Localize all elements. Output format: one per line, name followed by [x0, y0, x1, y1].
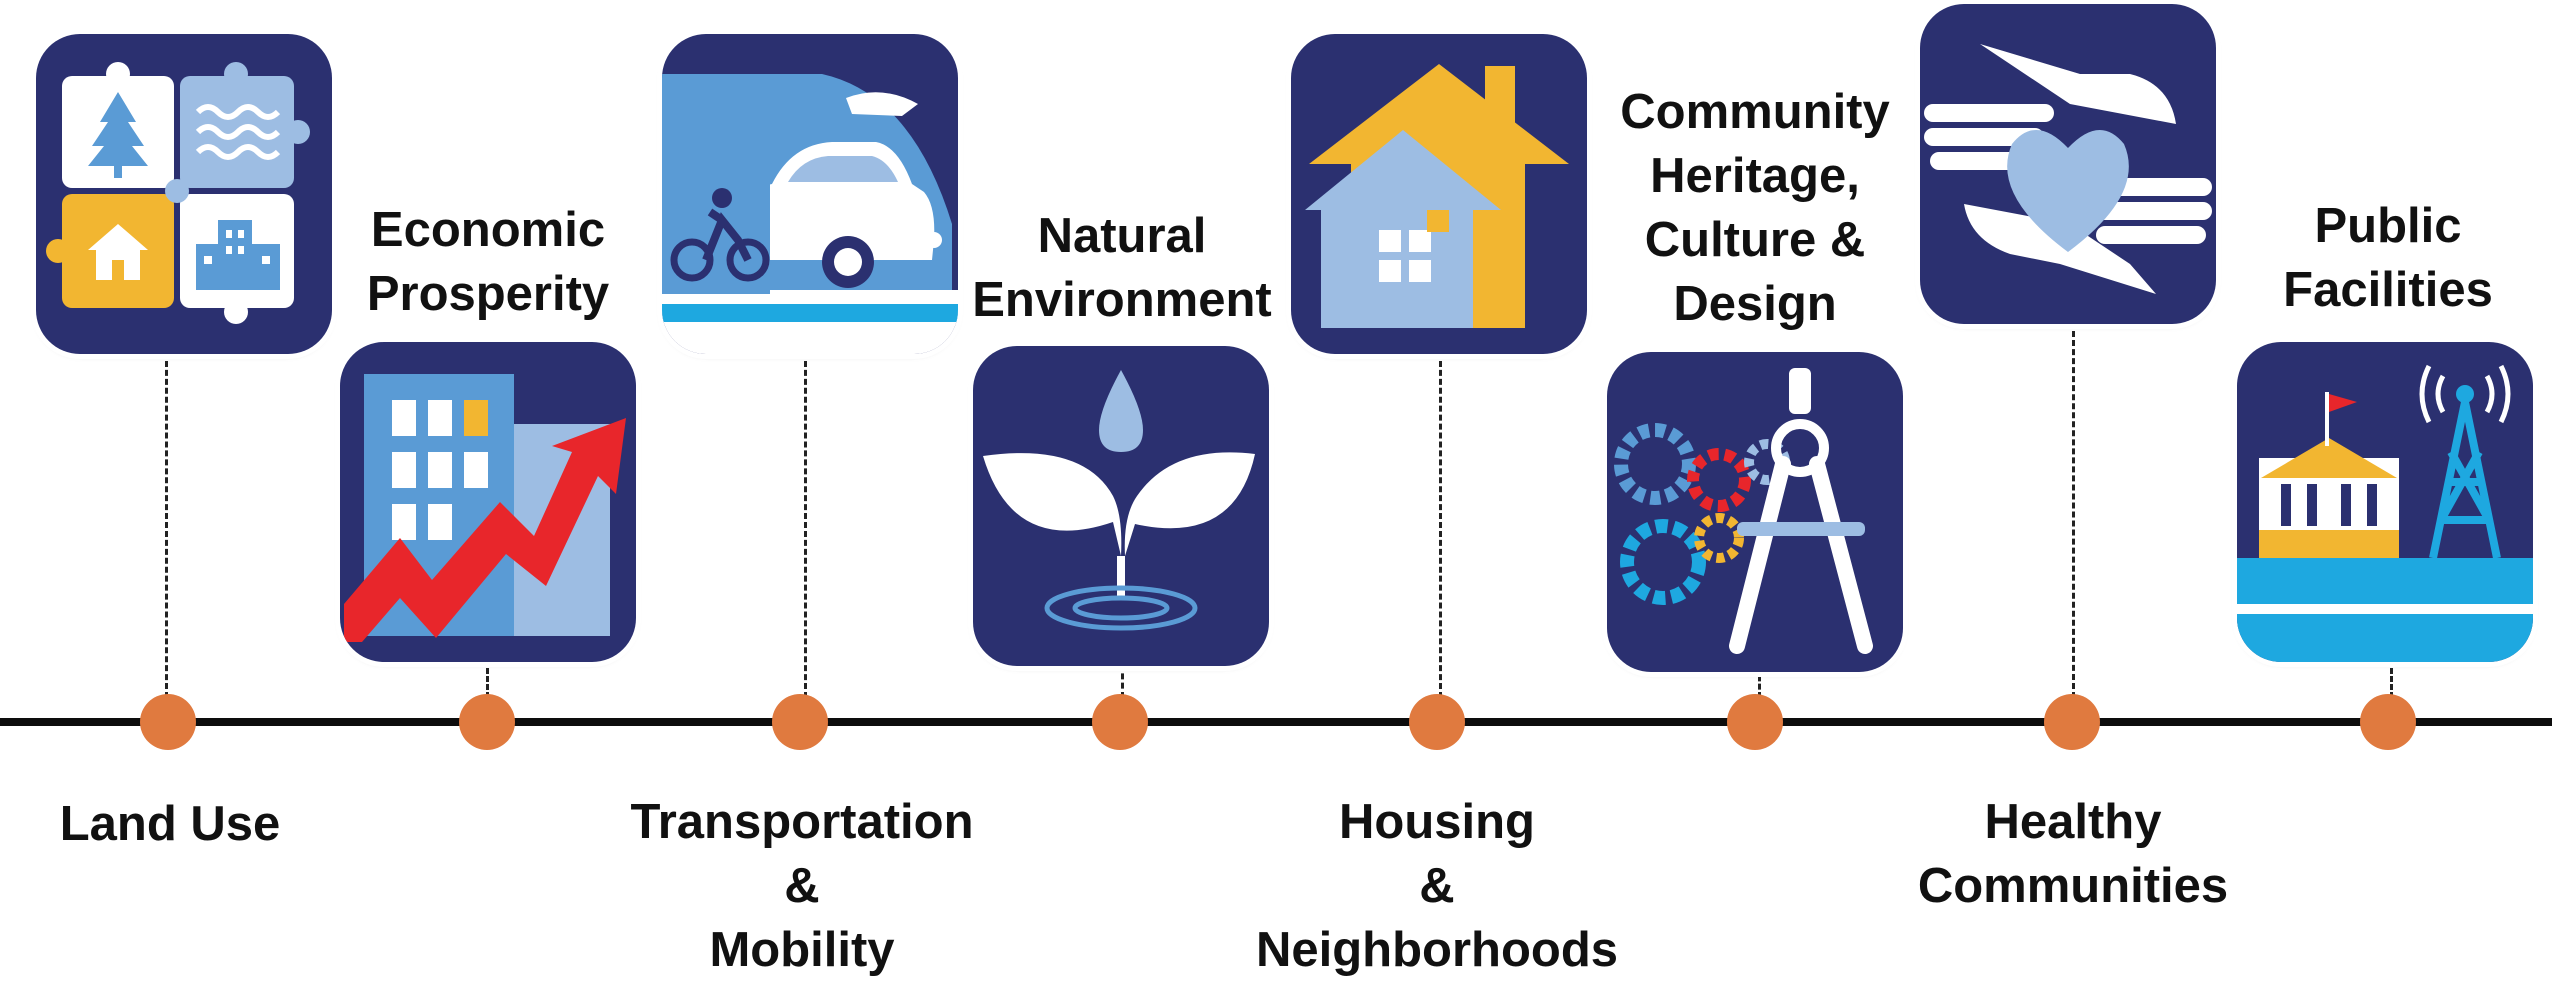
tile-heritage: [1607, 352, 1903, 672]
tile-public-facilities: [2237, 342, 2533, 662]
label-line: Housing: [1339, 795, 1535, 849]
connector-housing: [1439, 352, 1442, 698]
label-housing: Housing & Neighborhoods: [1232, 790, 1642, 982]
tile-housing: [1291, 34, 1587, 354]
compass-gears-icon: [1614, 368, 1873, 654]
label-line: Facilities: [2283, 263, 2493, 317]
timeline-node-housing: [1409, 694, 1465, 750]
label-line: Environment: [972, 273, 1272, 327]
label-line: Healthy: [1984, 795, 2162, 849]
connector-land-use: [165, 352, 168, 698]
house-icon: [1305, 64, 1569, 328]
tile-land-use: [36, 34, 332, 354]
label-heritage: Community Heritage, Culture & Design: [1590, 80, 1920, 336]
label-line: Communities: [1917, 859, 2229, 913]
label-line: Design: [1673, 277, 1837, 331]
label-healthy: Healthy Communities: [1888, 790, 2258, 918]
label-land-use: Land Use: [20, 792, 320, 856]
tile-healthy: [1920, 4, 2216, 324]
timeline-node-land-use: [140, 694, 196, 750]
timeline-node-transportation: [772, 694, 828, 750]
hands-heart-icon: [1924, 44, 2212, 294]
timeline-node-heritage: [1727, 694, 1783, 750]
puzzle-icon: [46, 62, 310, 324]
label-line: Culture &: [1644, 213, 1866, 267]
label-line: Economic: [370, 203, 606, 257]
connector-natural-environment: [1121, 664, 1124, 698]
rising-building-icon: [344, 374, 626, 642]
label-line: Prosperity: [366, 267, 610, 321]
connector-heritage: [1758, 667, 1761, 698]
timeline-node-healthy: [2044, 694, 2100, 750]
label-public-facilities: Public Facilities: [2240, 194, 2536, 322]
civic-building-tower-icon: [2237, 364, 2533, 662]
connector-transportation: [804, 352, 807, 698]
label-line: Public: [2314, 199, 2462, 253]
tile-economic-prosperity: [340, 342, 636, 662]
label-economic-prosperity: Economic Prosperity: [340, 198, 636, 326]
timeline-line: [0, 718, 2552, 726]
connector-public-facilities: [2390, 660, 2393, 698]
train-car-bike-icon: [662, 74, 958, 354]
timeline-node-natural-environment: [1092, 694, 1148, 750]
label-line: &: [1419, 859, 1455, 913]
label-line: Heritage,: [1650, 149, 1860, 203]
label-line: Neighborhoods: [1255, 923, 1619, 977]
tile-natural-environment: [973, 346, 1269, 666]
connector-economic-prosperity: [486, 660, 489, 698]
timeline-node-public-facilities: [2360, 694, 2416, 750]
label-line: &: [784, 859, 820, 913]
timeline-node-economic-prosperity: [459, 694, 515, 750]
connector-healthy: [2072, 322, 2075, 698]
label-line: Mobility: [709, 923, 895, 977]
plant-water-icon: [983, 370, 1255, 631]
label-line: Community: [1620, 85, 1890, 139]
label-line: Natural: [1037, 209, 1207, 263]
label-line: Transportation: [630, 795, 974, 849]
label-transportation: Transportation & Mobility: [612, 790, 992, 982]
tile-transportation: [662, 34, 958, 354]
label-natural-environment: Natural Environment: [950, 204, 1294, 332]
label-line: Land Use: [59, 797, 281, 851]
